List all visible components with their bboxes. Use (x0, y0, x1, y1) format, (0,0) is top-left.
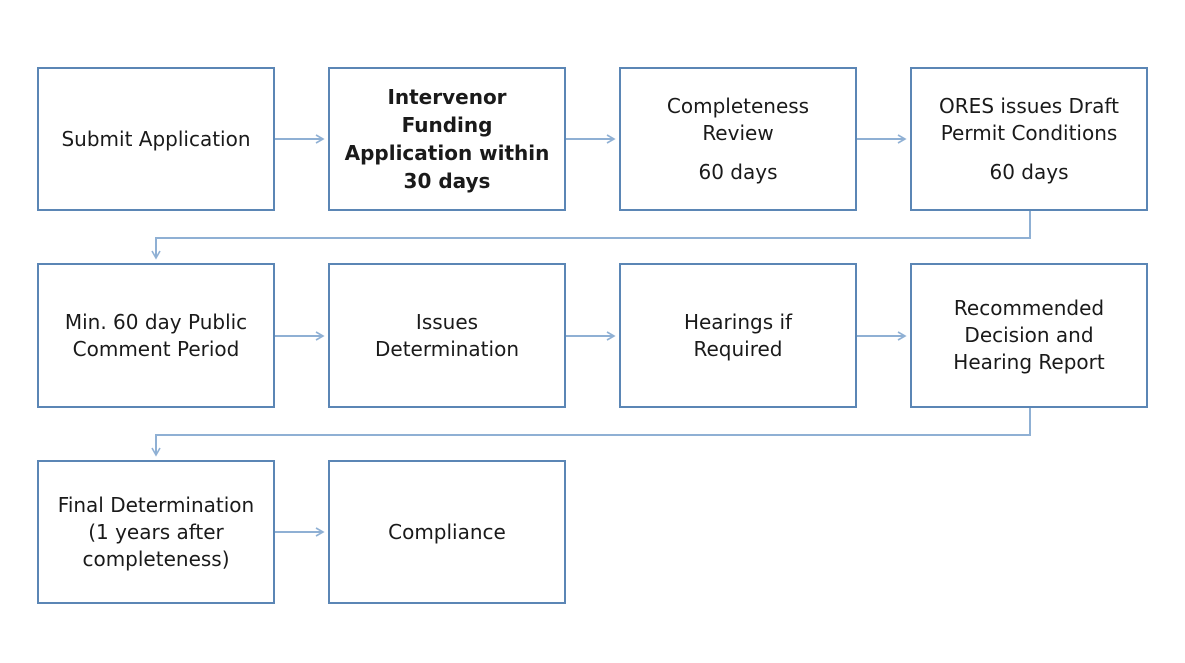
step-hearings: Hearings if Required (619, 263, 857, 408)
step-label-line: ORES issues Draft (939, 93, 1119, 118)
step-label-line: Determination (374, 336, 519, 361)
step-label-line: Required (693, 336, 783, 361)
step-label-line: Review (702, 120, 774, 145)
step-label-line: Final Determination (57, 492, 255, 517)
step-recommended-decision: Recommended Decision and Hearing Report (910, 263, 1148, 408)
step-label-line: Hearings if (683, 309, 793, 334)
step-label-line: Application within (344, 141, 550, 165)
step-label: Submit Application (61, 126, 251, 151)
step-duration: 60 days (698, 159, 778, 184)
arrow-recommended-to-final (151, 408, 1031, 457)
step-label: Compliance (388, 519, 506, 544)
arrow-draft-to-public-comment (151, 211, 1031, 260)
step-issues-determination: Issues Determination (328, 263, 566, 408)
step-duration: 60 days (989, 159, 1069, 184)
step-label-line: completeness) (82, 546, 230, 571)
step-label-line: (1 years after (88, 519, 224, 544)
step-label-line: Intervenor (387, 85, 507, 109)
step-label-line: Hearing Report (953, 350, 1105, 374)
step-compliance: Compliance (328, 460, 566, 604)
step-draft-permit-conditions: ORES issues Draft Permit Conditions 60 d… (910, 67, 1148, 211)
step-intervenor-funding: Intervenor Funding Application within 30… (328, 67, 566, 211)
step-label-line: Funding (401, 113, 493, 137)
step-label-line: Permit Conditions (940, 120, 1118, 145)
step-label-line: Min. 60 day Public (64, 309, 248, 334)
step-public-comment-period: Min. 60 day Public Comment Period (37, 263, 275, 408)
step-final-determination: Final Determination (1 years after compl… (37, 460, 275, 604)
step-label-line: Decision and (964, 323, 1094, 347)
step-label-line: Recommended (953, 296, 1105, 320)
step-label-line: Completeness (666, 93, 810, 118)
step-completeness-review: Completeness Review 60 days (619, 67, 857, 211)
step-duration: 30 days (403, 169, 491, 193)
step-submit-application: Submit Application (37, 67, 275, 211)
step-label-line: Issues (415, 309, 479, 334)
step-label-line: Comment Period (72, 336, 240, 361)
